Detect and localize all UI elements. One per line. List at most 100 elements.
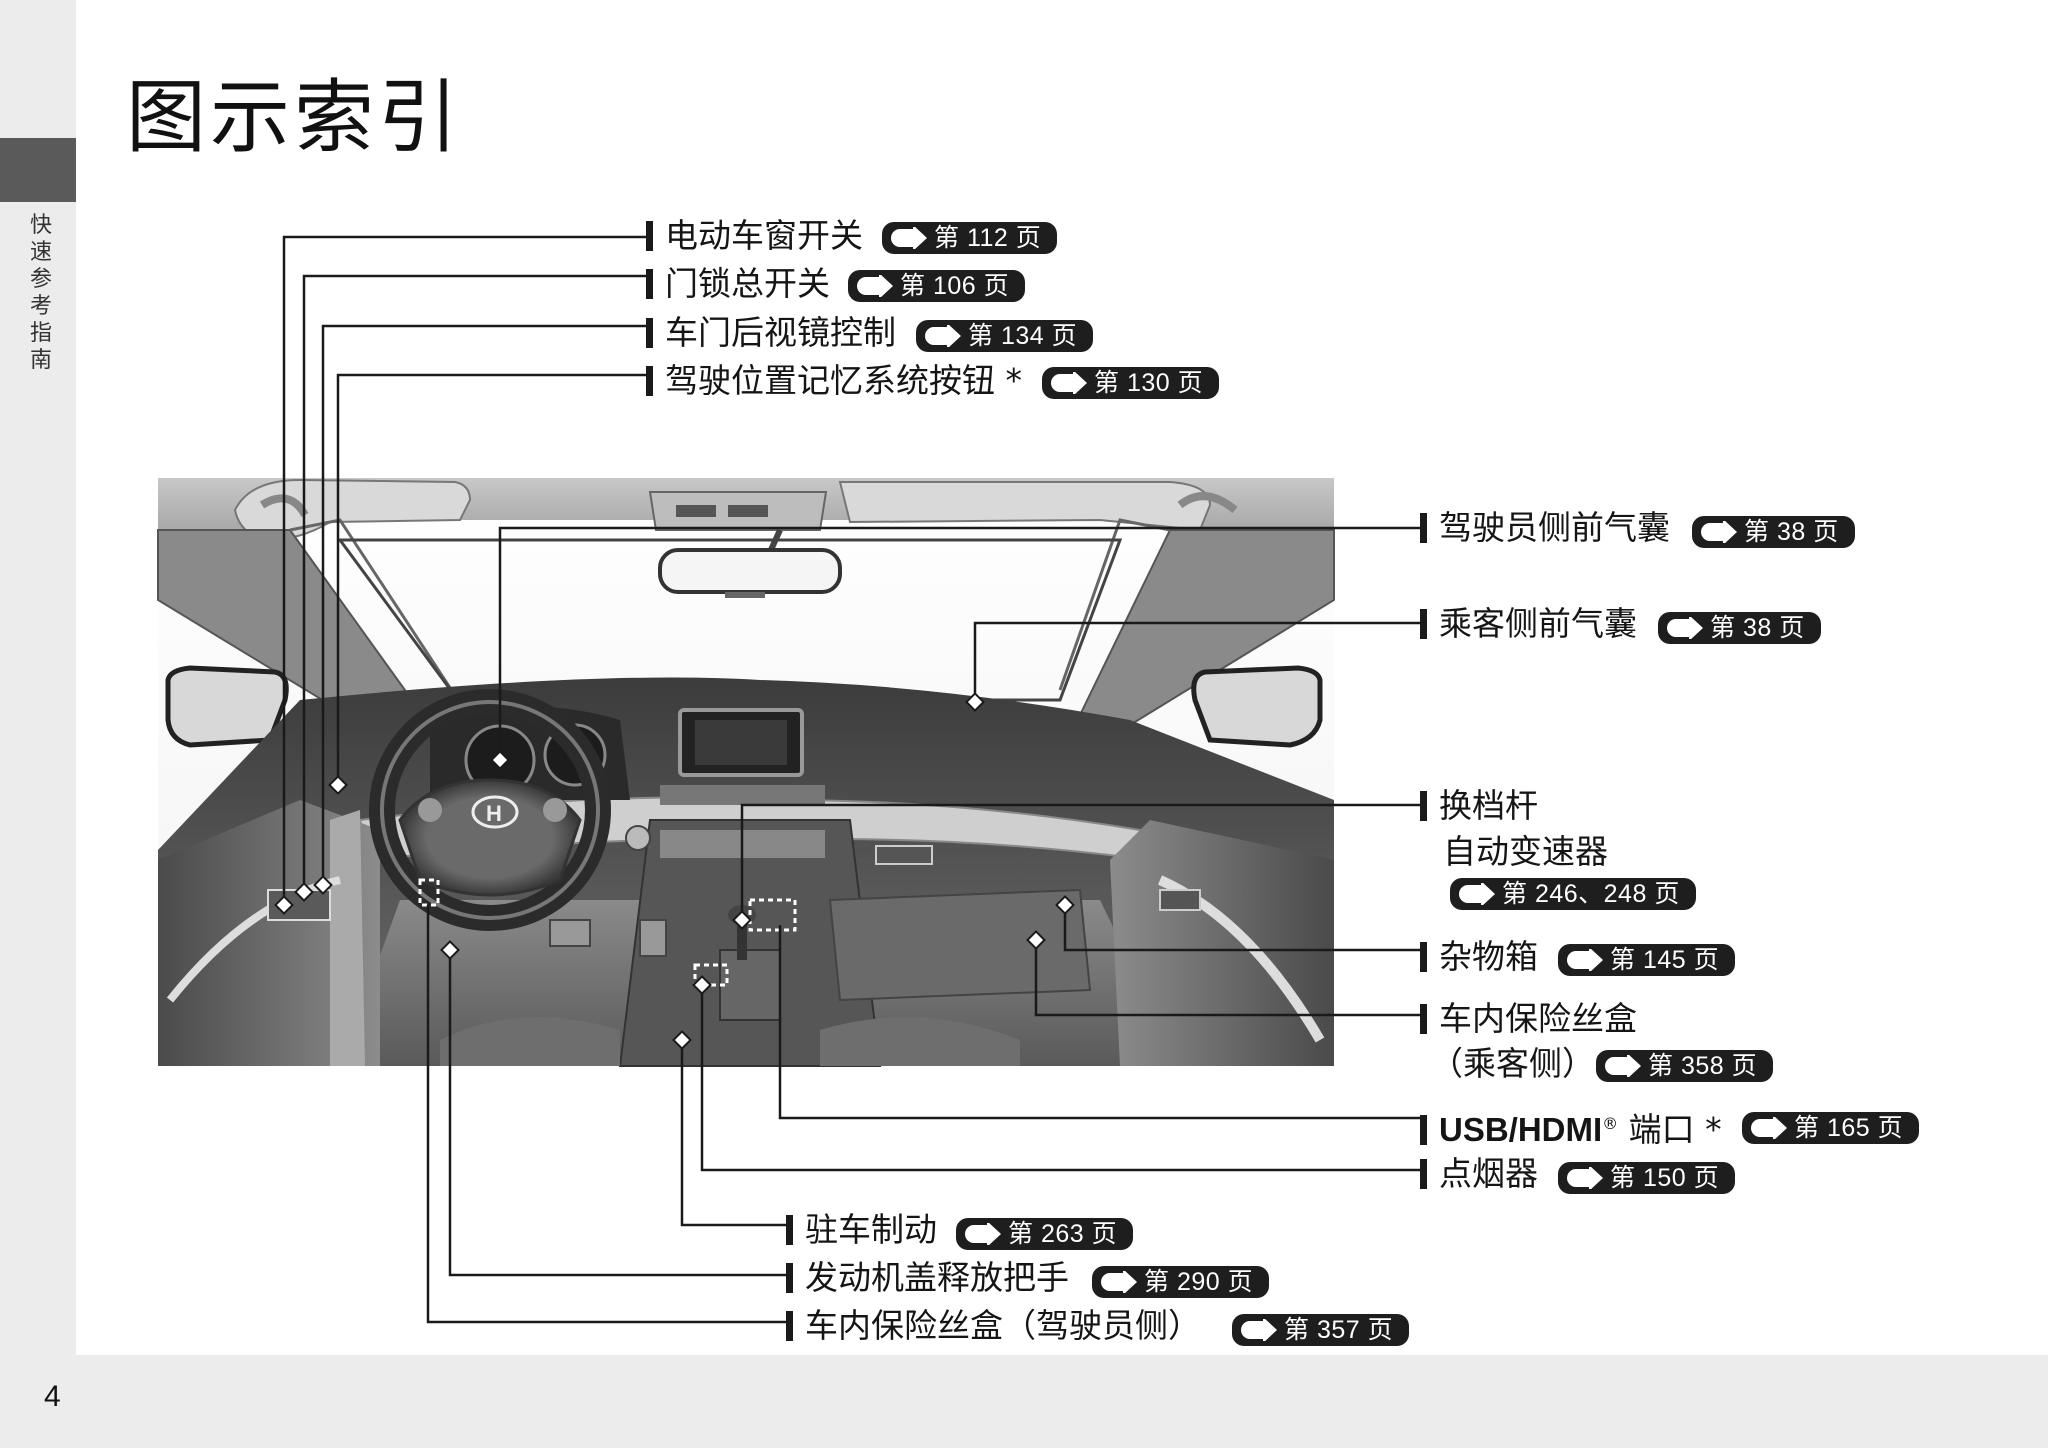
label-door-lock: 门锁总开关 — [646, 264, 830, 304]
page-number: 4 — [44, 1380, 61, 1413]
label-text: 杂物箱 — [1439, 937, 1538, 976]
label-bar — [646, 366, 653, 396]
section-tab[interactable] — [0, 138, 76, 202]
label-automatic-transmission: 自动变速器 — [1443, 832, 1608, 872]
leader-fusebox-passenger — [1034, 940, 1422, 1017]
page-ref-hood-release[interactable]: 第 290 页 — [1092, 1266, 1270, 1298]
arrow-right-icon — [1567, 949, 1603, 971]
label-bar — [786, 1311, 793, 1341]
page-ref-usb-hdmi[interactable]: 第 165 页 — [1742, 1112, 1920, 1144]
arrow-right-icon — [1701, 521, 1737, 543]
label-text: 电动车窗开关 — [665, 216, 863, 255]
label-bar — [1420, 513, 1427, 543]
label-bar — [1420, 1159, 1427, 1189]
page-ref-door-lock[interactable]: 第 106 页 — [848, 270, 1026, 302]
page-ref-text: 第 145 页 — [1610, 946, 1720, 974]
label-bar — [1420, 1004, 1427, 1034]
page-ref-power-window[interactable]: 第 112 页 — [882, 222, 1058, 254]
leader-endpoints — [274, 692, 1075, 1050]
leader-parking-brake — [680, 1040, 786, 1227]
label-text-secondary: （乘客侧） — [1430, 1044, 1595, 1083]
arrow-right-icon — [1751, 1117, 1787, 1139]
leader-driver-airbag — [498, 526, 1422, 760]
label-text: 驾驶员侧前气囊 — [1439, 508, 1670, 547]
label-parking-brake: 驻车制动 — [786, 1210, 937, 1250]
label-driver-airbag: 驾驶员侧前气囊 — [1420, 508, 1670, 548]
section-label: 快速参考指南 — [30, 213, 53, 373]
arrow-right-icon — [1567, 1167, 1603, 1189]
label-fusebox-passenger: 车内保险丝盒 — [1420, 999, 1637, 1039]
page-ref-driver-airbag[interactable]: 第 38 页 — [1692, 516, 1855, 548]
leader-cigar — [700, 985, 1422, 1172]
label-fusebox-driver: 车内保险丝盒（驾驶员侧） — [786, 1306, 1201, 1346]
arrow-right-icon — [1241, 1319, 1277, 1341]
label-bar — [1420, 1115, 1427, 1145]
page-ref-mirror-control[interactable]: 第 134 页 — [916, 320, 1094, 352]
page-ref-cigarette-lighter[interactable]: 第 150 页 — [1558, 1162, 1736, 1194]
label-text: 点烟器 — [1439, 1154, 1538, 1193]
arrow-right-icon — [1667, 617, 1703, 639]
leader-passenger-airbag — [973, 621, 1422, 702]
leader-memory — [336, 373, 648, 785]
label-text: 车内保险丝盒（驾驶员侧） — [805, 1306, 1201, 1345]
label-bar — [786, 1263, 793, 1293]
arrow-right-icon — [1605, 1055, 1641, 1077]
label-text: 车内保险丝盒 — [1439, 999, 1637, 1038]
arrow-right-icon — [857, 275, 893, 297]
page-ref-memory-button[interactable]: 第 130 页 — [1042, 367, 1220, 399]
leader-door-lock — [302, 274, 648, 892]
label-text: 车门后视镜控制 — [665, 313, 896, 352]
page-ref-shift-lever[interactable]: 第 246、248 页 — [1450, 878, 1696, 910]
label-bar — [1420, 609, 1427, 639]
leader-mirror — [321, 324, 648, 885]
label-glovebox: 杂物箱 — [1420, 937, 1538, 977]
page-ref-passenger-airbag[interactable]: 第 38 页 — [1658, 612, 1821, 644]
label-text: 驻车制动 — [805, 1210, 937, 1249]
leader-lines — [282, 235, 1422, 1324]
label-bar — [646, 269, 653, 299]
label-bar — [786, 1215, 793, 1245]
label-passenger-airbag: 乘客侧前气囊 — [1420, 604, 1637, 644]
label-text: 乘客侧前气囊 — [1439, 604, 1637, 643]
page-ref-text: 第 38 页 — [1710, 614, 1805, 642]
arrow-right-icon — [925, 325, 961, 347]
page-ref-text: 第 130 页 — [1094, 369, 1204, 397]
label-bar — [1420, 942, 1427, 972]
arrow-right-icon — [1101, 1271, 1137, 1293]
label-power-window: 电动车窗开关 — [646, 216, 863, 256]
leader-usb — [778, 925, 1422, 1120]
page-ref-text: 第 150 页 — [1610, 1164, 1720, 1192]
label-hood-release: 发动机盖释放把手 — [786, 1258, 1069, 1298]
label-mirror-control: 车门后视镜控制 — [646, 313, 896, 353]
page-ref-text: 第 165 页 — [1794, 1114, 1904, 1142]
leader-hood — [448, 950, 786, 1277]
page-ref-fusebox-driver[interactable]: 第 357 页 — [1232, 1314, 1410, 1346]
page-ref-fusebox-passenger[interactable]: 第 358 页 — [1596, 1050, 1774, 1082]
page-ref-text: 第 357 页 — [1284, 1316, 1394, 1344]
car-interior-image: H — [157, 478, 1335, 1067]
label-text-secondary: 自动变速器 — [1443, 832, 1608, 871]
label-text: 换档杆 — [1439, 786, 1538, 825]
page-ref-text: 第 263 页 — [1008, 1220, 1118, 1248]
label-text: 门锁总开关 — [665, 264, 830, 303]
registered-mark: ® — [1602, 1114, 1619, 1133]
page-ref-text: 第 112 页 — [934, 224, 1042, 252]
label-text: USB/HDMI — [1439, 1111, 1603, 1148]
leader-power-window — [282, 235, 648, 905]
label-text: 发动机盖释放把手 — [805, 1258, 1069, 1297]
label-cigarette-lighter: 点烟器 — [1420, 1154, 1538, 1194]
label-shift-lever: 换档杆 — [1420, 786, 1538, 826]
label-bar — [646, 318, 653, 348]
label-bar — [646, 221, 653, 251]
arrow-right-icon — [1459, 883, 1495, 905]
leader-shifter — [740, 803, 1422, 920]
page-ref-parking-brake[interactable]: 第 263 页 — [956, 1218, 1134, 1250]
page-ref-text: 第 106 页 — [900, 272, 1010, 300]
label-text: 驾驶位置记忆系统按钮 * — [665, 361, 1022, 400]
page-ref-glovebox[interactable]: 第 145 页 — [1558, 944, 1736, 976]
page-title: 图示索引 — [126, 71, 462, 164]
page-ref-text: 第 134 页 — [968, 322, 1078, 350]
label-fusebox-passenger-side: （乘客侧） — [1430, 1044, 1595, 1084]
